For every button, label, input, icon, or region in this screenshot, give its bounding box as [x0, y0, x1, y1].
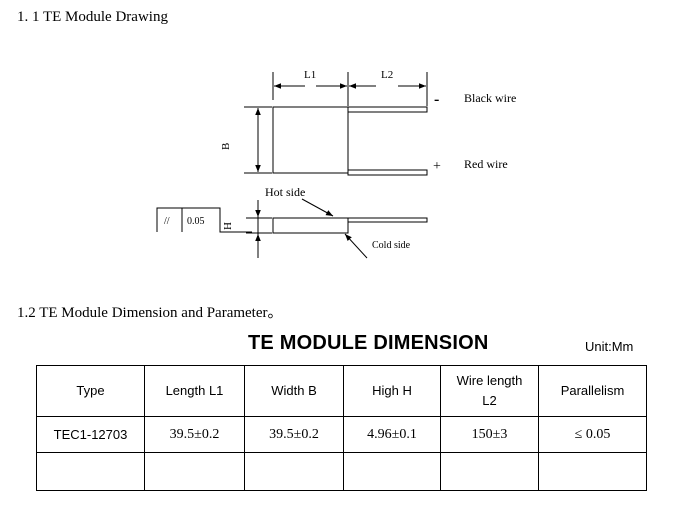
unit-label: Unit:Mm	[585, 339, 634, 354]
hot-side-label: Hot side	[265, 185, 305, 199]
cell-wire-length-l2: 150±3	[440, 416, 539, 453]
dimension-table: Type Length L1 Width B High H Wire lengt…	[36, 365, 647, 491]
empty-cell	[538, 452, 647, 491]
table-header-row: Type Length L1 Width B High H Wire lengt…	[36, 365, 647, 417]
header-high-h: High H	[343, 365, 441, 417]
h-label: H	[222, 222, 234, 230]
cell-type: TEC1-12703	[36, 416, 145, 453]
black-wire-shape	[347, 106, 428, 113]
plus-sign: +	[433, 159, 441, 174]
cold-side-label: Cold side	[372, 240, 411, 251]
cell-high-h: 4.96±0.1	[343, 416, 441, 453]
cell-length-l1: 39.5±0.2	[144, 416, 245, 453]
empty-cell	[343, 452, 441, 491]
l2-label: L2	[381, 69, 393, 81]
black-wire-label: Black wire	[464, 91, 516, 105]
header-width-b: Width B	[244, 365, 344, 417]
module-top-view	[272, 106, 349, 174]
header-wire-length-l2: Wire length L2	[440, 365, 539, 417]
empty-cell	[144, 452, 245, 491]
header-type: Type	[36, 365, 145, 417]
l1-label: L1	[304, 69, 316, 81]
header-length-l1: Length L1	[144, 365, 245, 417]
header-parallelism: Parallelism	[538, 365, 647, 417]
empty-cell	[244, 452, 344, 491]
header-wire-length-line1: Wire length	[456, 373, 523, 388]
empty-cell	[440, 452, 539, 491]
minus-sign: -	[434, 91, 439, 108]
table-row-empty	[36, 452, 647, 491]
parallelism-frame	[156, 207, 252, 233]
dimension-section-heading: 1.2 TE Module Dimension and Parameter。	[17, 305, 283, 321]
red-wire-label: Red wire	[464, 157, 508, 171]
table-title: TE MODULE DIMENSION	[248, 332, 489, 354]
cell-parallelism: ≤ 0.05	[538, 416, 647, 453]
te-module-drawing: L1 L2 B H - Black wire + Red wire Hot si…	[156, 69, 516, 259]
empty-cell	[36, 452, 145, 491]
cold-side-leader	[344, 233, 368, 259]
table-row: TEC1-12703 39.5±0.2 39.5±0.2 4.96±0.1 15…	[36, 416, 647, 453]
b-label: B	[220, 143, 232, 150]
drawing-section-heading: 1. 1 TE Module Drawing	[17, 9, 168, 25]
header-wire-length-line2: L2	[482, 393, 497, 408]
cell-width-b: 39.5±0.2	[244, 416, 344, 453]
parallelism-symbol: //	[164, 216, 170, 227]
side-wire-shape	[347, 217, 428, 223]
parallelism-value: 0.05	[187, 216, 205, 227]
module-side-view	[272, 217, 349, 234]
hot-side-leader	[301, 198, 334, 217]
red-wire-shape	[347, 169, 428, 176]
